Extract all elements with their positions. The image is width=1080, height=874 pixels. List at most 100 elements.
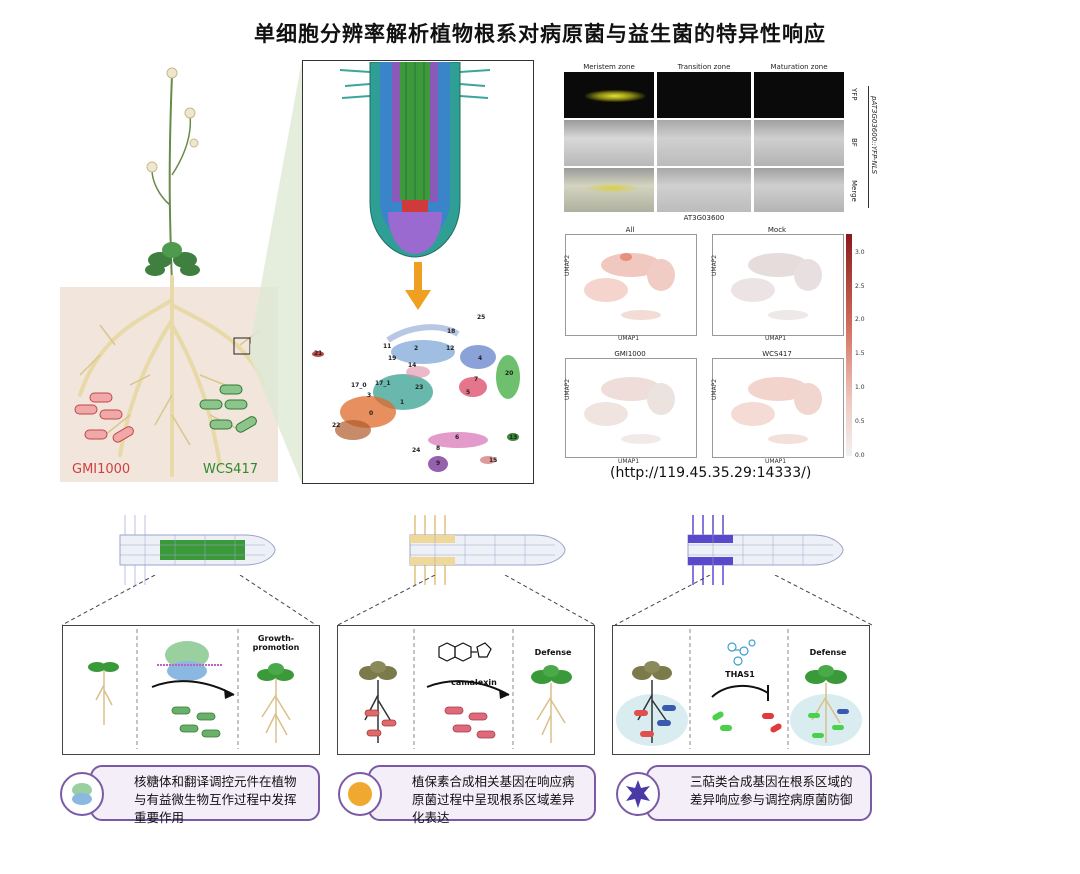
- cluster-label: 23: [415, 384, 424, 391]
- micro-bf-transition: [657, 120, 751, 166]
- cluster-label: 15: [489, 457, 498, 464]
- down-arrow-icon: [405, 262, 431, 310]
- mini-root-1: [119, 515, 276, 585]
- plant-illustration: [74, 67, 267, 477]
- cluster-label: 18: [447, 328, 456, 335]
- umap-points: [731, 253, 822, 320]
- figure-title: 单细胞分辨率解析植物根系对病原菌与益生菌的特异性响应: [254, 22, 826, 46]
- umap-panel-title: Mock: [767, 226, 787, 234]
- colorbar-tick: 1.5: [855, 350, 865, 357]
- cluster-label: 8: [436, 445, 441, 452]
- cluster-label: 4: [478, 355, 483, 362]
- micro-col-label: Maturation zone: [770, 63, 828, 71]
- y-axis-label: UMAP2: [564, 378, 571, 400]
- colorbar-tick: 0.5: [855, 418, 865, 425]
- umap-panel-title: GMI1000: [614, 350, 646, 358]
- cluster-label: 22: [332, 422, 341, 429]
- colorbar-tick: 3.0: [855, 249, 865, 256]
- micro-merge-transition: [657, 168, 751, 212]
- row-label: Merge: [850, 180, 858, 202]
- panel-1-illustration: [88, 629, 294, 749]
- micro-col-label: Transition zone: [677, 63, 731, 71]
- umap-points: [731, 377, 822, 444]
- gene-name: AT3G03600: [683, 214, 725, 222]
- umap-panel-all: [565, 234, 697, 336]
- umap-points: [584, 377, 675, 444]
- caption-1: 核糖体和翻译调控元件在植物与有益微生物互作过程中发挥重要作用: [90, 765, 320, 825]
- cluster-label: 0: [369, 410, 374, 417]
- colorbar-tick: 2.5: [855, 283, 865, 290]
- x-axis-label: UMAP1: [618, 335, 640, 342]
- cluster-label: 14: [408, 362, 417, 369]
- cluster-label: 3: [367, 392, 372, 399]
- umap-panel-title: WCS417: [762, 350, 792, 358]
- cluster-label: 13: [509, 434, 518, 441]
- x-axis-label: UMAP1: [765, 335, 787, 342]
- cluster-label: 7: [474, 376, 479, 383]
- beneficial-label: WCS417: [203, 462, 258, 477]
- colorbar-tick: 1.0: [855, 384, 865, 391]
- colorbar-tick: 0.0: [855, 452, 865, 459]
- caption-3: 三萜类合成基因在根系区域的差异响应参与调控病原菌防御: [646, 765, 872, 821]
- root-tip-diagram: [340, 62, 490, 258]
- caption-text: 植保素合成相关基因在响应病原菌过程中呈现根系区域差异化表达: [412, 774, 575, 825]
- umap-panel-gmi1000: [565, 358, 697, 458]
- umap-panel-title: All: [625, 226, 635, 234]
- micro-yfp-transition: [657, 72, 751, 118]
- caption-text: 核糖体和翻译调控元件在植物与有益微生物互作过程中发挥重要作用: [134, 774, 297, 825]
- micro-col-label: Meristem zone: [583, 63, 635, 71]
- umap-cluster-plot: [312, 324, 520, 472]
- cluster-label: 6: [455, 434, 460, 441]
- micro-bf-maturation: [754, 120, 844, 166]
- result-label-2: Defense: [534, 648, 572, 657]
- mini-root-3: [687, 515, 844, 585]
- construct-bracket: [868, 86, 869, 208]
- micro-bf-meristem: [564, 120, 654, 166]
- y-axis-label: UMAP2: [564, 254, 571, 276]
- cluster-label: 5: [466, 389, 471, 396]
- panel-2-illustration: [359, 629, 572, 749]
- cluster-label: 12: [446, 345, 455, 352]
- umap-panel-wcs417: [712, 358, 844, 458]
- umap-panel-mock: [712, 234, 844, 336]
- panel-3-illustration: [616, 629, 862, 749]
- cluster-label: 21: [314, 350, 323, 357]
- cluster-label: 17_1: [375, 380, 391, 387]
- micro-yfp-maturation: [754, 72, 844, 118]
- cluster-label: 25: [477, 314, 486, 321]
- cluster-label: 9: [436, 460, 441, 467]
- dashed-connectors: [61, 575, 873, 626]
- ribosome-icon: [60, 772, 104, 816]
- y-axis-label: UMAP2: [711, 378, 718, 400]
- pathogen-label: GMI1000: [72, 462, 131, 477]
- cluster-label: 11: [383, 343, 392, 350]
- result-label-3: Defense: [809, 648, 847, 657]
- soil-background: [60, 287, 278, 482]
- colorbar: [846, 234, 852, 456]
- row-label: BF: [850, 138, 858, 147]
- umap-points: [584, 253, 675, 320]
- x-axis-label: UMAP1: [618, 458, 640, 465]
- y-axis-label: UMAP2: [711, 254, 718, 276]
- caption-text: 三萜类合成基因在根系区域的差异响应参与调控病原菌防御: [690, 774, 853, 807]
- triterpene-star-icon: [616, 772, 660, 816]
- cluster-label: 2: [414, 345, 419, 352]
- zoom-connector: [250, 60, 302, 484]
- cluster-label: 20: [505, 370, 514, 377]
- phytoalexin-icon: [338, 772, 382, 816]
- yfp-signal: [585, 90, 645, 102]
- cluster-label: 19: [388, 355, 397, 362]
- cluster-label: 1: [400, 399, 405, 406]
- colorbar-tick: 2.0: [855, 316, 865, 323]
- micro-merge-maturation: [754, 168, 844, 212]
- x-axis-label: UMAP1: [765, 458, 787, 465]
- row-label: YFP: [850, 88, 858, 101]
- merge-signal: [585, 183, 640, 193]
- caption-2: 植保素合成相关基因在响应病原菌过程中呈现根系区域差异化表达: [368, 765, 596, 825]
- database-url[interactable]: (http://119.45.35.29:14333/): [610, 465, 812, 481]
- construct-label: pAT3G03600::YFP-NLS: [870, 96, 878, 175]
- cluster-label: 24: [412, 447, 421, 454]
- mid-label-2: camalexin: [451, 678, 497, 687]
- result-label-1: Growth- promotion: [252, 634, 300, 652]
- cluster-label: 17_0: [351, 382, 367, 389]
